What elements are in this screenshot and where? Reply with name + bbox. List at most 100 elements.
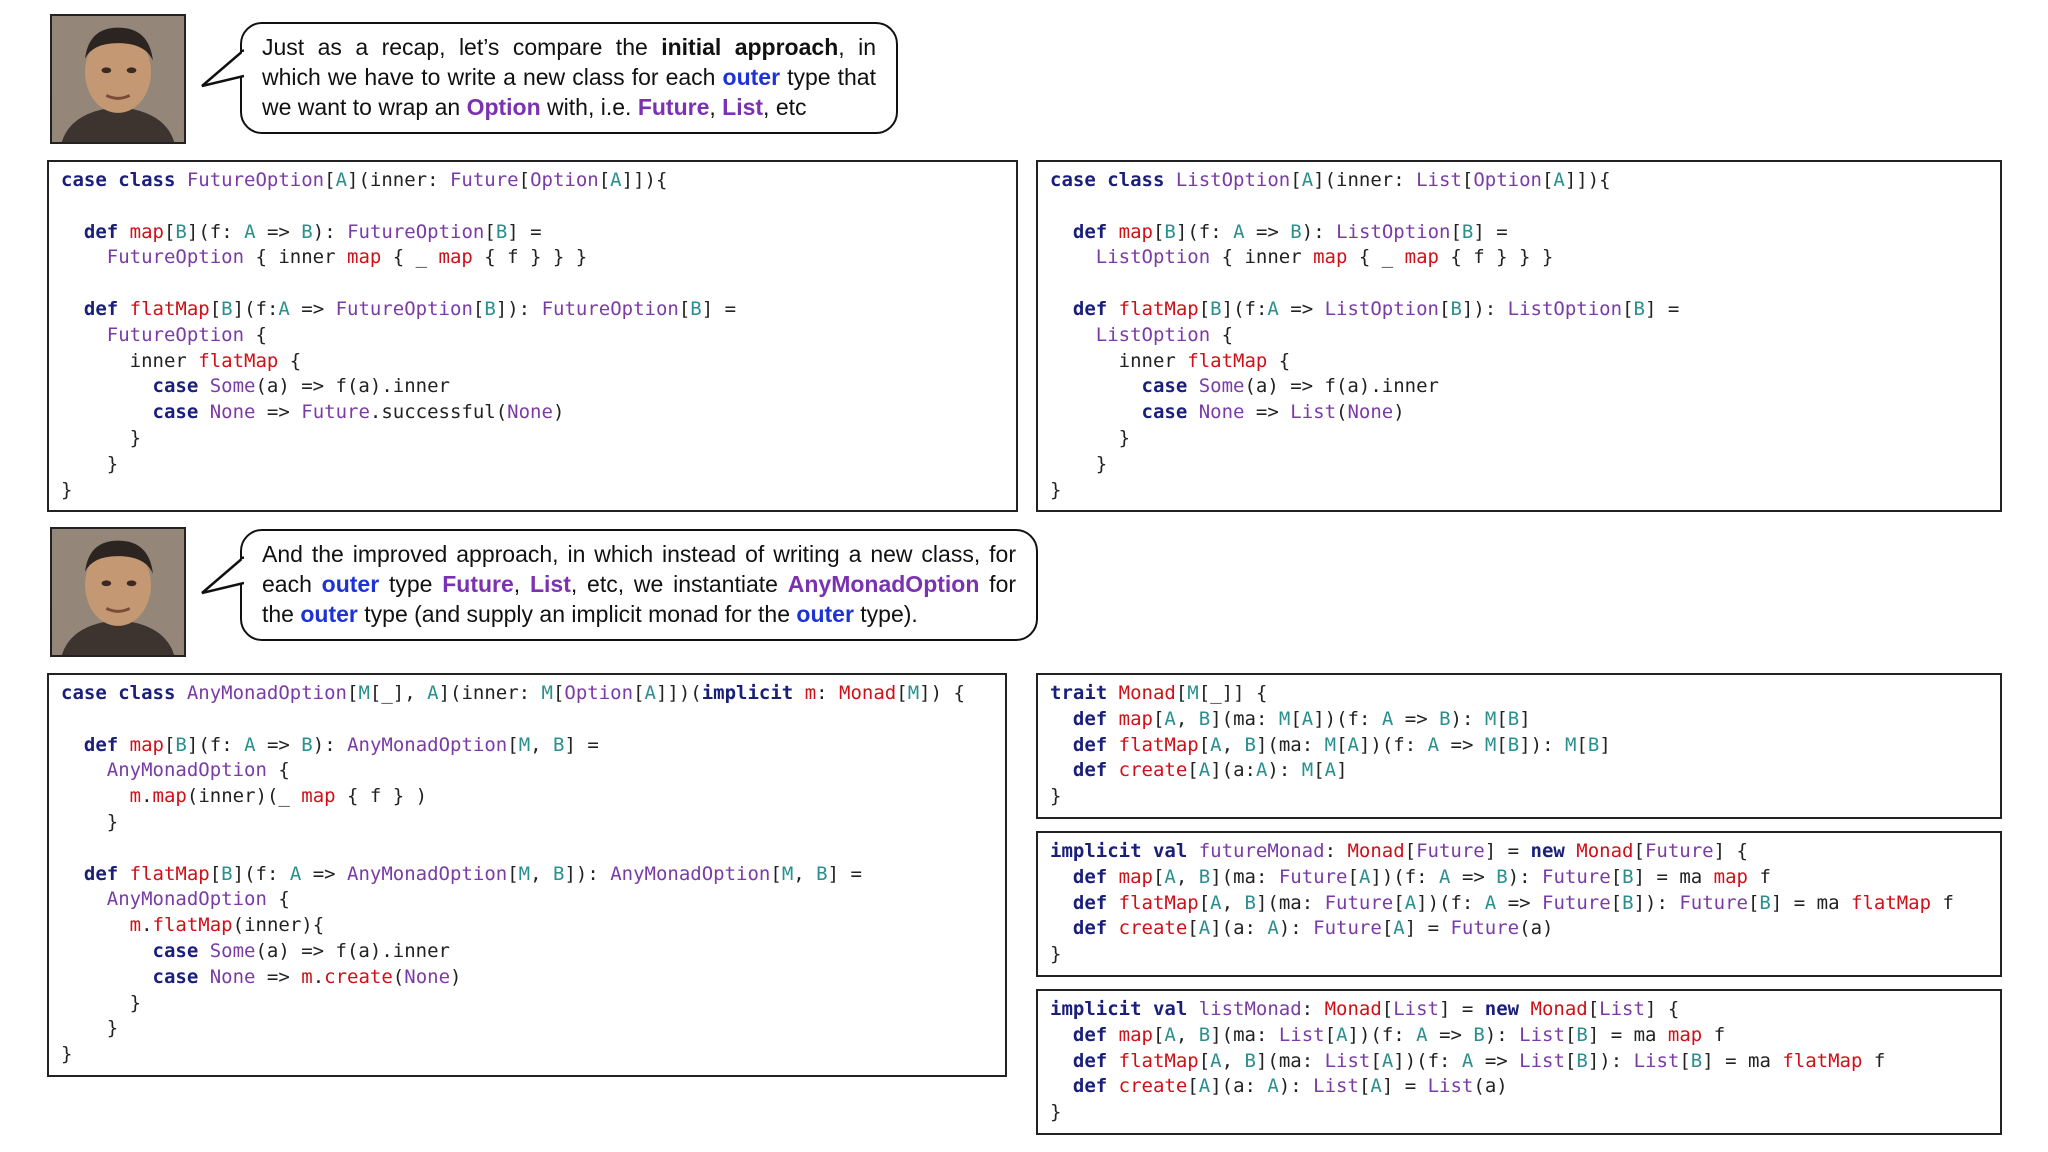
code-line: ListOption { bbox=[1050, 323, 1988, 349]
code-token: [ bbox=[1576, 733, 1588, 756]
code-token: trait bbox=[1050, 682, 1119, 704]
code-line: AnyMonadOption { bbox=[61, 887, 993, 913]
code-token: B bbox=[1210, 297, 1222, 320]
code-token: M bbox=[781, 862, 794, 885]
code-token: ](f: bbox=[1175, 220, 1234, 243]
code-token: FutureOption bbox=[541, 297, 679, 320]
code-token: flatMap bbox=[1850, 891, 1932, 914]
code-token: flatMap bbox=[1118, 297, 1199, 320]
code-line: FutureOption { bbox=[61, 323, 1004, 349]
code-token: [ bbox=[484, 220, 496, 243]
code-token: ]): bbox=[495, 297, 542, 320]
code-token: A bbox=[1358, 865, 1371, 888]
code-token: => bbox=[1278, 297, 1325, 320]
code-token: ): bbox=[1484, 1023, 1520, 1046]
code-token: [ bbox=[770, 862, 782, 885]
code-token: [ bbox=[1187, 917, 1199, 940]
code-token: FutureOption bbox=[335, 297, 473, 320]
code-token bbox=[61, 375, 153, 397]
code-line: def map[A, B](ma: Future[A])(f: A => B):… bbox=[1050, 865, 1988, 891]
code-token: A bbox=[289, 862, 302, 885]
code-token: ](f: bbox=[1221, 297, 1268, 320]
code-token: ](ma: bbox=[1255, 1049, 1325, 1072]
code-token: [ bbox=[1381, 998, 1394, 1020]
code-token: } bbox=[61, 426, 142, 449]
code-token: [ bbox=[1358, 1075, 1371, 1098]
code-token: Monad bbox=[1530, 998, 1588, 1020]
code-token: create bbox=[324, 965, 393, 988]
code-token: [ bbox=[1324, 1023, 1337, 1046]
code-line: FutureOption { inner map { _ map { f } }… bbox=[61, 245, 1004, 271]
code-token: B bbox=[1622, 865, 1634, 888]
code-token: , bbox=[530, 733, 554, 756]
code-token: Option bbox=[530, 169, 599, 191]
code-token: B bbox=[301, 733, 313, 756]
code-token: Monad bbox=[1118, 682, 1176, 704]
code-token: map bbox=[438, 246, 473, 269]
code-line bbox=[61, 707, 993, 733]
code-token: .successful( bbox=[369, 401, 508, 424]
code-token: map bbox=[129, 733, 164, 756]
code-token: => bbox=[301, 862, 348, 885]
code-line bbox=[1050, 194, 1988, 220]
code-token: A bbox=[1324, 759, 1337, 782]
code-token: [ bbox=[472, 297, 485, 320]
code-token: ](f: bbox=[232, 297, 279, 320]
code-token: A bbox=[1164, 707, 1176, 730]
code-line: def flatMap[A, B](ma: List[A])(f: A => L… bbox=[1050, 1049, 1988, 1075]
code-token: } bbox=[61, 478, 73, 501]
code-token: ](f: bbox=[186, 733, 245, 756]
code-token: None bbox=[1198, 401, 1245, 424]
code-token: . bbox=[141, 914, 153, 937]
code-token: AnyMonadOption bbox=[347, 862, 508, 885]
code-token: ] = bbox=[1644, 297, 1680, 320]
code-token: [ bbox=[678, 297, 691, 320]
code-token: A bbox=[1198, 917, 1211, 940]
code-token bbox=[61, 785, 130, 807]
code-token: [ bbox=[1496, 733, 1508, 756]
code-token: => bbox=[1439, 733, 1485, 756]
code-token: map bbox=[1667, 1023, 1703, 1046]
code-token: [ bbox=[1290, 169, 1302, 191]
bubble-text-segment: , etc, we instantiate bbox=[570, 571, 788, 597]
bubble-text-segment: type bbox=[379, 571, 443, 597]
code-line: case None => List(None) bbox=[1050, 400, 1988, 426]
code-token: def bbox=[1050, 1049, 1119, 1072]
code-token: } bbox=[1050, 426, 1131, 449]
code-token: B bbox=[1439, 707, 1451, 730]
code-line: case None => Future.successful(None) bbox=[61, 400, 1004, 426]
code-token: } bbox=[61, 1043, 73, 1066]
code-token: List bbox=[1416, 169, 1462, 191]
bubble-text-segment: And the improved approach, in which inst… bbox=[262, 541, 1016, 597]
bubble-text-segment: initial approach bbox=[661, 34, 839, 60]
code-token: [ bbox=[896, 682, 908, 704]
code-line: implicit val listMonad: Monad[List] = ne… bbox=[1050, 997, 1988, 1023]
code-token: } bbox=[61, 810, 119, 833]
code-token: { inner bbox=[244, 246, 347, 269]
code-line: def map[B](f: A => B): AnyMonadOption[M,… bbox=[61, 733, 993, 759]
code-token: (inner)(_ bbox=[186, 785, 302, 808]
code-token: ): bbox=[1301, 220, 1337, 243]
code-token: [ bbox=[1370, 1049, 1382, 1072]
code-token: ](f: bbox=[232, 862, 290, 885]
bubble-text-segment: Future bbox=[442, 571, 514, 597]
code-token: A bbox=[1267, 297, 1279, 320]
code-token: inner bbox=[61, 349, 199, 372]
code-token bbox=[61, 324, 107, 346]
code-token: List bbox=[1278, 1023, 1325, 1046]
code-token: map bbox=[1404, 246, 1439, 269]
code-token: { bbox=[1267, 349, 1291, 372]
code-token: ]): bbox=[1519, 733, 1565, 756]
code-token: { bbox=[266, 888, 290, 911]
code-token: ])(f: bbox=[1347, 1023, 1417, 1046]
code-token: def bbox=[1050, 759, 1119, 782]
code-token: f bbox=[1702, 1023, 1726, 1046]
code-line: } bbox=[61, 810, 993, 836]
code-token: [ bbox=[1152, 1023, 1165, 1046]
code-token: ](inner: bbox=[1313, 169, 1417, 191]
code-token: B bbox=[1633, 297, 1645, 320]
code-token: case bbox=[152, 939, 210, 962]
code-token: } bbox=[61, 991, 142, 1014]
code-token: B bbox=[1507, 733, 1520, 756]
code-line bbox=[61, 836, 993, 862]
